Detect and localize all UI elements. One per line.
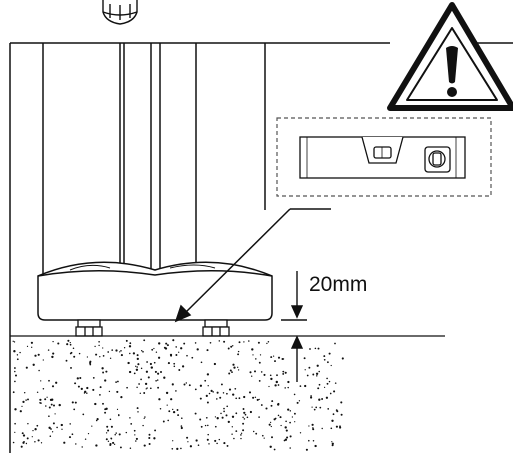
level-detail-box — [276, 117, 492, 197]
appliance-body — [9, 42, 513, 453]
dimension-marker — [281, 271, 307, 382]
warning-triangle-icon — [387, 2, 513, 111]
concrete-floor — [12, 339, 344, 451]
spirit-level-icon — [299, 136, 466, 179]
appliance-base — [37, 261, 273, 321]
screw-foot-right — [202, 319, 230, 337]
nut-icon — [102, 0, 138, 25]
screw-foot-left — [75, 319, 103, 337]
dimension-label: 20mm — [309, 273, 367, 296]
pointer-arrow — [174, 208, 331, 323]
